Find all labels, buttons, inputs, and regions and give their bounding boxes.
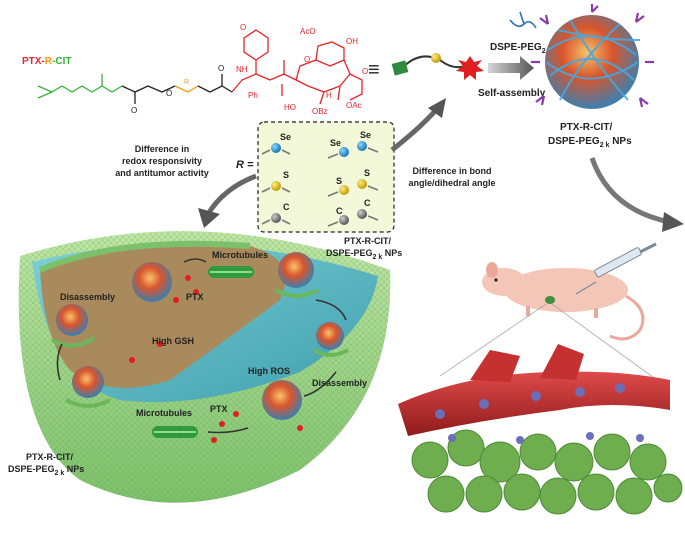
label-o-ester-2: O	[166, 89, 172, 98]
label-o-ester-3: O	[218, 64, 224, 73]
label-obz: OBz	[312, 107, 328, 116]
se-label-2: Se	[330, 138, 341, 148]
cell-labels: Microtubules PTX Disassembly High GSH Hi…	[8, 236, 402, 477]
left-desc-line1: Difference in	[135, 144, 190, 154]
microtubules-top-label: Microtubules	[212, 250, 268, 260]
nps-mid-end: NPs	[382, 248, 402, 258]
nps-bl-end: NPs	[64, 464, 84, 474]
r-atom-labels: Se S C Se Se S S C C	[280, 130, 371, 216]
label-oh-1: OH	[346, 37, 358, 46]
c-label-3: C	[364, 198, 371, 208]
label-o-2: O	[304, 55, 310, 64]
ptx-bottom-label: PTX	[210, 404, 228, 414]
compound-prefix: PTX-	[22, 56, 45, 67]
endosomes	[50, 288, 349, 408]
vessel-nanoparticles	[435, 383, 625, 419]
ptx-top-label: PTX	[186, 292, 204, 302]
label-ho: HO	[284, 103, 296, 112]
self-assembly-label: Self-assembly	[478, 88, 546, 99]
tumor-nanoparticles	[448, 432, 644, 444]
compound-r: R	[45, 56, 53, 67]
label-r-linker: R	[184, 79, 189, 86]
label-o-1: O	[240, 23, 246, 32]
ptx-molecules	[129, 275, 303, 443]
dspe-peg-icon	[509, 11, 537, 29]
arrow-to-mouse	[589, 157, 671, 225]
structure-labels-black: O O O	[131, 64, 224, 115]
self-assembly-arrow	[488, 56, 534, 80]
label-o-3: O	[362, 67, 368, 76]
se-label-1: Se	[280, 132, 291, 142]
c-label-2: C	[336, 206, 343, 216]
right-description: Difference in bond angle/dihedral angle	[408, 166, 495, 188]
label-ph-1: Ph	[248, 91, 258, 100]
label-oac: OAc	[346, 101, 362, 110]
se-label-3: Se	[360, 130, 371, 140]
label-o-ester-1: O	[131, 106, 137, 115]
syringe-icon	[575, 242, 657, 295]
compound-name: PTX-R-CIT	[22, 56, 71, 67]
left-desc-line2: redox responsivity	[122, 156, 202, 166]
nps-bl-sub: 2 k	[55, 470, 65, 477]
right-desc-line1: Difference in bond	[412, 166, 491, 176]
cell-nanoparticles	[56, 252, 344, 420]
nps-top-line1: PTX-R-CIT/	[560, 122, 612, 133]
arrow-to-cell	[205, 173, 257, 216]
nps-top-sub: 2 k	[600, 142, 610, 149]
nps-bl-line1: PTX-R-CIT/	[26, 452, 73, 462]
nps-mid-sub: 2 k	[373, 254, 383, 261]
high-gsh-label: High GSH	[152, 336, 194, 346]
nanoparticle-top	[531, 4, 654, 109]
left-desc-line3: and antitumor activity	[115, 168, 209, 178]
left-description: Difference in redox responsivity and ant…	[115, 144, 209, 178]
s-label-3: S	[364, 168, 370, 178]
r-equals-label: R =	[236, 159, 254, 171]
nps-top-line2: DSPE-PEG2 k NPs	[548, 136, 632, 149]
disassembly-right-label: Disassembly	[312, 378, 367, 388]
microtubules-top-icon	[208, 266, 254, 278]
disassembly-left-label: Disassembly	[60, 292, 115, 302]
c-label-1: C	[283, 202, 290, 212]
nps-mid-dspe: DSPE-PEG	[326, 248, 373, 258]
cartoon-molecule-icon	[391, 53, 484, 80]
compound-suffix: -CIT	[52, 56, 71, 67]
nps-mid-line1: PTX-R-CIT/	[344, 236, 391, 246]
dspe-peg-label: DSPE-PEG2 k	[490, 42, 552, 55]
cell-bowl	[18, 231, 391, 503]
dspe-peg-text: DSPE-PEG	[490, 42, 542, 53]
label-aco: AcO	[300, 27, 316, 36]
chemical-structure	[37, 29, 363, 105]
r-options	[261, 141, 379, 227]
nps-mid-line2: DSPE-PEG2 k NPs	[326, 248, 402, 261]
nps-bl-line2: DSPE-PEG2 k NPs	[8, 464, 84, 477]
microtubules-bottom-label: Microtubules	[136, 408, 192, 418]
arrow-to-mouse-head	[662, 212, 684, 232]
arrow-to-top	[390, 108, 438, 152]
mouse-icon	[482, 262, 645, 341]
equivalence-symbol: ≡	[368, 59, 380, 81]
blood-vessel	[398, 344, 670, 436]
right-desc-line2: angle/dihedral angle	[408, 178, 495, 188]
nps-bl-dspe: DSPE-PEG	[8, 464, 55, 474]
structure-labels: NH O Ph AcO O OH HO OBz OAc H O	[236, 23, 368, 116]
cell-flow-arrows	[56, 258, 347, 434]
zoom-cone	[439, 303, 669, 389]
nps-top-end: NPs	[609, 136, 632, 147]
s-label-1: S	[283, 170, 289, 180]
arrow-to-top-head	[428, 98, 446, 118]
label-h: H	[326, 91, 332, 100]
nps-top-dspe: DSPE-PEG	[548, 136, 600, 147]
s-label-2: S	[336, 176, 342, 186]
microtubules-bottom-icon	[152, 426, 198, 438]
label-nh: NH	[236, 65, 248, 74]
high-ros-label: High ROS	[248, 366, 290, 376]
arrow-to-cell-head	[198, 208, 220, 228]
tumor-tissue	[411, 429, 683, 515]
